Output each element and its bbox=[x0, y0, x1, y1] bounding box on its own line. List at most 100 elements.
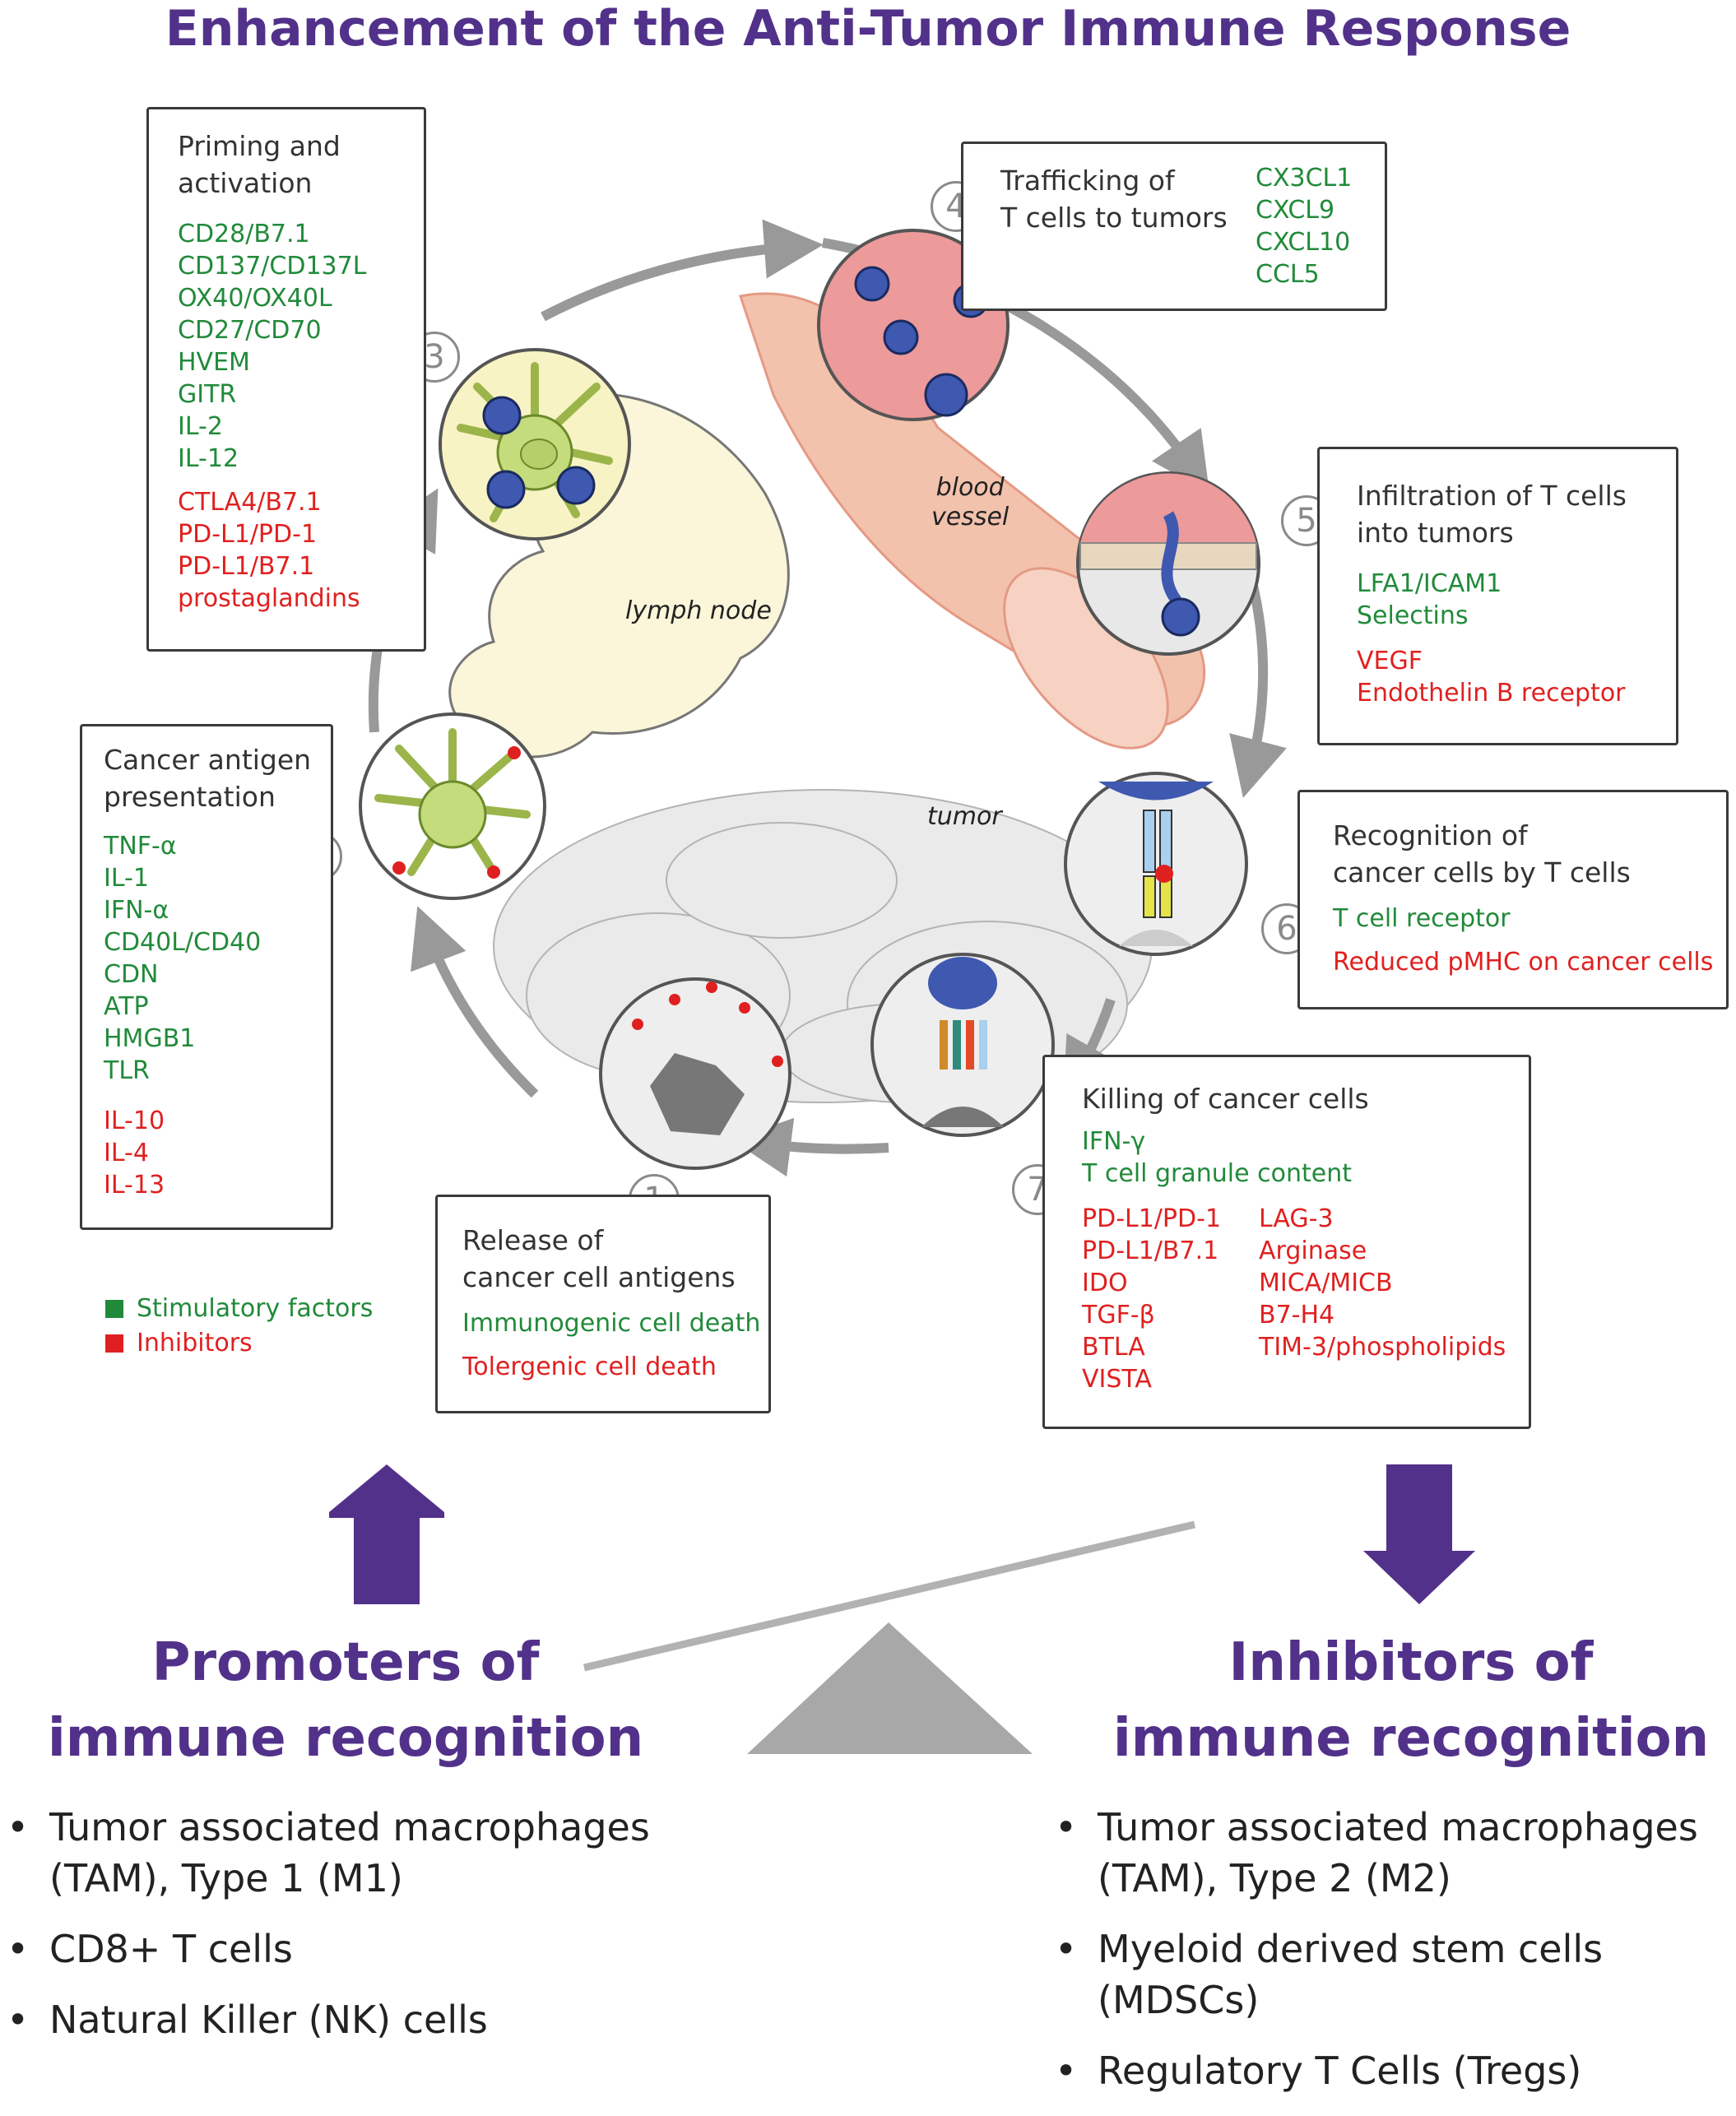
factor-item: Immunogenic cell death bbox=[462, 1309, 761, 1338]
figure-title: Enhancement of the Anti-Tumor Immune Res… bbox=[165, 0, 1571, 58]
factor-item: GITR bbox=[178, 380, 237, 409]
down-arrow-icon bbox=[1363, 1464, 1475, 1604]
tumor-label: tumor bbox=[927, 802, 1002, 831]
factor-item: IL-4 bbox=[104, 1139, 149, 1167]
factor-item: TLR bbox=[104, 1056, 150, 1085]
balance-fulcrum bbox=[747, 1622, 1033, 1754]
factor-item: HVEM bbox=[178, 348, 250, 377]
legend-inhibitors-swatch bbox=[105, 1334, 123, 1353]
factor-item: VISTA bbox=[1082, 1365, 1152, 1394]
factor-item: TNF-α bbox=[104, 832, 177, 861]
blood-vessel-label: blood vessel bbox=[931, 473, 1010, 531]
factor-item: CTLA4/B7.1 bbox=[178, 488, 322, 517]
factor-item: T cell granule content bbox=[1082, 1159, 1352, 1188]
recognition-box: Recognition of cancer cells by T cells T… bbox=[1297, 790, 1729, 1009]
factor-item: MICA/MICB bbox=[1259, 1269, 1393, 1297]
factor-item: Selectins bbox=[1357, 601, 1469, 630]
balance-beam bbox=[583, 1520, 1196, 1672]
factor-item: IL-1 bbox=[104, 864, 149, 893]
trafficking-circle bbox=[817, 229, 1010, 421]
recognition-circle bbox=[1064, 772, 1248, 956]
inhibitors-heading: Inhibitors of immune recognition bbox=[1112, 1632, 1710, 1769]
factor-item: Reduced pMHC on cancer cells bbox=[1333, 948, 1714, 977]
antigen-release-stimulatory-list: Immunogenic cell death bbox=[462, 1307, 768, 1339]
factor-item: CD28/B7.1 bbox=[178, 220, 310, 248]
factor-item: IL-10 bbox=[104, 1107, 165, 1135]
factor-item: PD-L1/B7.1 bbox=[178, 552, 315, 581]
factor-item: IDO bbox=[1082, 1269, 1128, 1297]
factor-item: TIM-3/phospholipids bbox=[1259, 1333, 1506, 1362]
factor-item: CXCL9 bbox=[1256, 196, 1335, 225]
factor-item: ATP bbox=[104, 992, 149, 1021]
recognition-inhibitor-list: Reduced pMHC on cancer cells bbox=[1333, 946, 1726, 978]
factor-item: T cell receptor bbox=[1333, 904, 1511, 933]
up-arrow-icon bbox=[329, 1464, 444, 1604]
factor-item: CD40L/CD40 bbox=[104, 928, 262, 957]
antigen-release-circle bbox=[599, 977, 791, 1170]
factor-item: PD-L1/PD-1 bbox=[178, 520, 318, 549]
factor-item: LAG-3 bbox=[1259, 1204, 1334, 1233]
factor-item: IFN-α bbox=[104, 896, 169, 925]
factor-item: BTLA bbox=[1082, 1333, 1145, 1362]
recognition-heading: Recognition of cancer cells by T cells bbox=[1333, 819, 1631, 889]
factor-item: CCL5 bbox=[1256, 260, 1320, 289]
bullet-item: CD8+ T cells bbox=[7, 1923, 665, 1974]
factor-item: IL-2 bbox=[178, 412, 223, 441]
antigen-presentation-circle bbox=[359, 712, 546, 900]
factor-item: IL-13 bbox=[104, 1171, 165, 1200]
infiltration-box: Infiltration of T cells into tumors LFA1… bbox=[1317, 447, 1678, 745]
bullet-item: Myeloid derived stem cells (MDSCs) bbox=[1055, 1923, 1736, 2026]
bullet-item: Regulatory T Cells (Tregs) bbox=[1055, 2045, 1736, 2096]
factor-item: TGF-β bbox=[1082, 1301, 1155, 1329]
legend-stimulatory: Stimulatory factors bbox=[105, 1292, 373, 1326]
antigen-release-inhibitor-list: Tolergenic cell death bbox=[462, 1351, 768, 1383]
factor-item: Tolergenic cell death bbox=[462, 1353, 717, 1381]
recognition-stimulatory-list: T cell receptor bbox=[1333, 903, 1726, 935]
factor-item: OX40/OX40L bbox=[178, 284, 332, 313]
factor-item: prostaglandins bbox=[178, 584, 360, 613]
antigen-release-heading: Release of cancer cell antigens bbox=[462, 1224, 736, 1293]
bullet-item: Tumor associated macrophages (TAM), Type… bbox=[1055, 1802, 1736, 1904]
promoters-list: Tumor associated macrophages (TAM), Type… bbox=[7, 1802, 665, 2065]
priming-heading: Priming and activation bbox=[178, 130, 341, 199]
factor-item: IL-12 bbox=[178, 444, 239, 473]
killing-circle bbox=[870, 953, 1055, 1137]
infiltration-inhibitor-list: VEGF Endothelin B receptor bbox=[1357, 645, 1676, 709]
factor-item: VEGF bbox=[1357, 647, 1423, 675]
legend: Stimulatory factors Inhibitors bbox=[105, 1292, 373, 1361]
antigen-release-box: Release of cancer cell antigens Immunoge… bbox=[435, 1195, 771, 1413]
inhibitors-list: Tumor associated macrophages (TAM), Type… bbox=[1055, 1802, 1736, 2116]
infiltration-circle bbox=[1076, 471, 1260, 656]
factor-item: Endothelin B receptor bbox=[1357, 679, 1626, 708]
factor-item: PD-L1/PD-1 bbox=[1082, 1204, 1222, 1233]
factor-item: CXCL10 bbox=[1256, 228, 1351, 257]
factor-item: CDN bbox=[104, 960, 159, 989]
trafficking-heading: Trafficking of T cells to tumors bbox=[1000, 165, 1228, 234]
factor-item: CD27/CD70 bbox=[178, 316, 322, 345]
factor-item: LFA1/ICAM1 bbox=[1357, 569, 1502, 598]
factor-item: B7-H4 bbox=[1259, 1301, 1335, 1329]
bullet-item: Natural Killer (NK) cells bbox=[7, 1994, 665, 2045]
promoters-heading: Promoters of immune recognition bbox=[47, 1632, 644, 1769]
cycle-artwork bbox=[329, 219, 1475, 1754]
antigen-presentation-heading: Cancer antigen presentation bbox=[104, 744, 312, 813]
legend-inhibitors: Inhibitors bbox=[105, 1326, 373, 1361]
lymph-node-label: lymph node bbox=[625, 596, 772, 625]
factor-item: PD-L1/B7.1 bbox=[1082, 1237, 1219, 1265]
factor-item: CX3CL1 bbox=[1256, 164, 1353, 193]
factor-item: CD137/CD137L bbox=[178, 252, 367, 281]
priming-circle bbox=[439, 348, 631, 541]
bullet-item: Tumor associated macrophages (TAM), Type… bbox=[7, 1802, 665, 1904]
factor-item: HMGB1 bbox=[104, 1024, 196, 1053]
